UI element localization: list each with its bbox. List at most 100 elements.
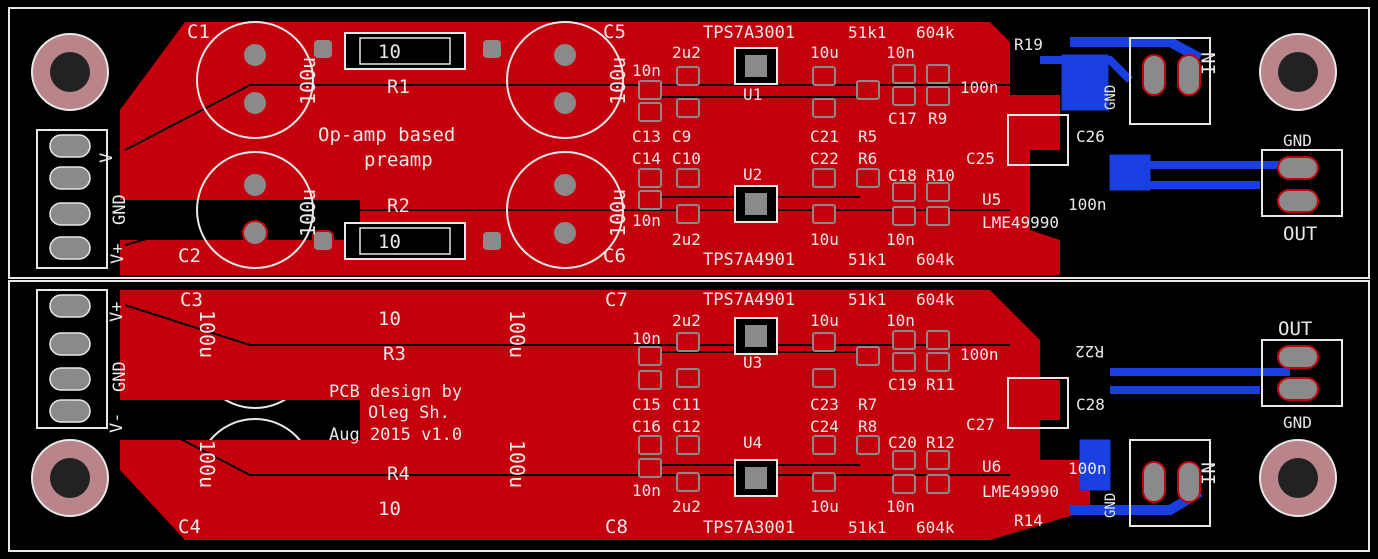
val-10n-bot4: 10n [886, 497, 915, 516]
val-604k-top1: 604k [916, 23, 955, 42]
pwr-bot-vplus: V+ [107, 302, 127, 322]
val-51k1-top1: 51k1 [848, 23, 887, 42]
cap-c2-value: 100u [296, 189, 320, 237]
ref-c9: C9 [672, 127, 691, 146]
ref-c27: C27 [966, 415, 995, 434]
cap-c3-value: 100u [195, 310, 219, 358]
note-bottom-2: Oleg Sh. [368, 403, 450, 423]
ref-u3: U3 [743, 353, 762, 372]
val-10n-bot2: 10n [886, 311, 915, 330]
ref-r12: R12 [926, 433, 955, 452]
cap-c8-value: 100u [505, 440, 529, 488]
ref-c7: C7 [605, 289, 628, 311]
ref-u1: U1 [743, 85, 762, 104]
ref-c16: C16 [632, 417, 661, 436]
io-connectors [1129, 37, 1343, 527]
note-top-1: Op-amp based [318, 124, 455, 146]
bottom-traces-bottom [1070, 368, 1290, 515]
ref-c11: C11 [672, 395, 701, 414]
ref-u6: U6 [982, 457, 1001, 476]
ref-r10: R10 [926, 166, 955, 185]
ref-r19: R19 [1014, 35, 1043, 54]
label-gnd-top: GND [1283, 131, 1312, 150]
ref-r3: R3 [383, 343, 406, 365]
opamp-u5-part: LME49990 [982, 213, 1059, 232]
val-100n-bot1: 100n [960, 345, 999, 364]
ref-c1: C1 [187, 21, 210, 43]
ref-r4: R4 [387, 463, 410, 485]
ref-c26: C26 [1076, 127, 1105, 146]
val-2u2-top2: 2u2 [672, 230, 701, 249]
note-top-2: preamp [364, 149, 433, 171]
power-connector-top [36, 129, 108, 269]
val-100n-top1: 100n [960, 78, 999, 97]
val-10n-top4: 10n [886, 230, 915, 249]
val-10n-top1: 10n [632, 61, 661, 80]
label-gnd-in-top: GND [1103, 85, 1119, 110]
ref-c19: C19 [888, 375, 917, 394]
ref-c8: C8 [605, 516, 628, 538]
label-gnd-bottom: GND [1283, 413, 1312, 432]
ref-r9: R9 [928, 109, 947, 128]
val-10n-bot3: 10n [632, 481, 661, 500]
val-51k1-top2: 51k1 [848, 250, 887, 269]
ref-c17: C17 [888, 109, 917, 128]
ref-r22: R22 [1075, 342, 1104, 361]
val-604k-bot1: 604k [916, 290, 955, 309]
pwr-top-vplus: V+ [108, 244, 128, 264]
ref-c20: C20 [888, 433, 917, 452]
cap-c7-value: 100u [505, 310, 529, 358]
val-51k1-bot1: 51k1 [848, 290, 887, 309]
res-value-r2: 10 [378, 231, 401, 253]
power-connector-bottom [36, 289, 108, 429]
val-10n-bot1: 10n [632, 329, 661, 348]
val-604k-bot2: 604k [916, 518, 955, 537]
cap-c5-value: 100u [606, 57, 630, 105]
ref-r6: R6 [858, 149, 877, 168]
cap-c6-value: 100u [606, 189, 630, 237]
ref-r5: R5 [858, 127, 877, 146]
ref-c24: C24 [810, 417, 839, 436]
cap-c4-value: 100u [195, 440, 219, 488]
val-10u-bot1: 10u [810, 311, 839, 330]
label-in-top: IN [1198, 52, 1220, 75]
ref-c10: C10 [672, 149, 701, 168]
val-100n-top2: 100n [1068, 195, 1107, 214]
note-bottom-3: Aug 2015 v1.0 [329, 425, 462, 445]
pwr-bot-gnd: GND [110, 361, 130, 392]
ref-c21: C21 [810, 127, 839, 146]
val-10n-top3: 10n [632, 211, 661, 230]
ref-c4: C4 [178, 516, 201, 538]
ref-u5: U5 [982, 190, 1001, 209]
opamp-u6-part: LME49990 [982, 482, 1059, 501]
ref-c28: C28 [1076, 395, 1105, 414]
reg-u1-part: TPS7A3001 [703, 23, 795, 43]
reg-u4-part: TPS7A3001 [703, 518, 795, 538]
ref-r2: R2 [387, 195, 410, 217]
reg-u2-part: TPS7A4901 [703, 250, 795, 270]
ref-c12: C12 [672, 417, 701, 436]
res-value-r1: 10 [378, 41, 401, 63]
val-2u2-top1: 2u2 [672, 43, 701, 62]
pwr-top-gnd: GND [110, 194, 130, 225]
ref-r8: R8 [858, 417, 877, 436]
ref-c18: C18 [888, 166, 917, 185]
val-2u2-bot2: 2u2 [672, 497, 701, 516]
regulator-pads [745, 55, 767, 489]
pwr-top-vminus: V- [97, 143, 117, 163]
val-10u-top1: 10u [810, 43, 839, 62]
io-pads [1142, 54, 1319, 503]
ref-u4: U4 [743, 433, 762, 452]
label-gnd-in-bottom: GND [1103, 493, 1119, 518]
val-100n-bot2: 100n [1068, 459, 1107, 478]
ref-r14: R14 [1014, 511, 1043, 530]
ref-c6: C6 [603, 245, 626, 267]
label-in-bottom: IN [1198, 462, 1220, 485]
note-bottom-1: PCB design by [329, 382, 462, 402]
cap-c1-value: 100u [296, 57, 320, 105]
val-10u-bot2: 10u [810, 497, 839, 516]
label-out-bottom: OUT [1278, 318, 1312, 340]
reg-u3-part: TPS7A4901 [703, 290, 795, 310]
pwr-bot-vminus: V- [107, 413, 127, 433]
